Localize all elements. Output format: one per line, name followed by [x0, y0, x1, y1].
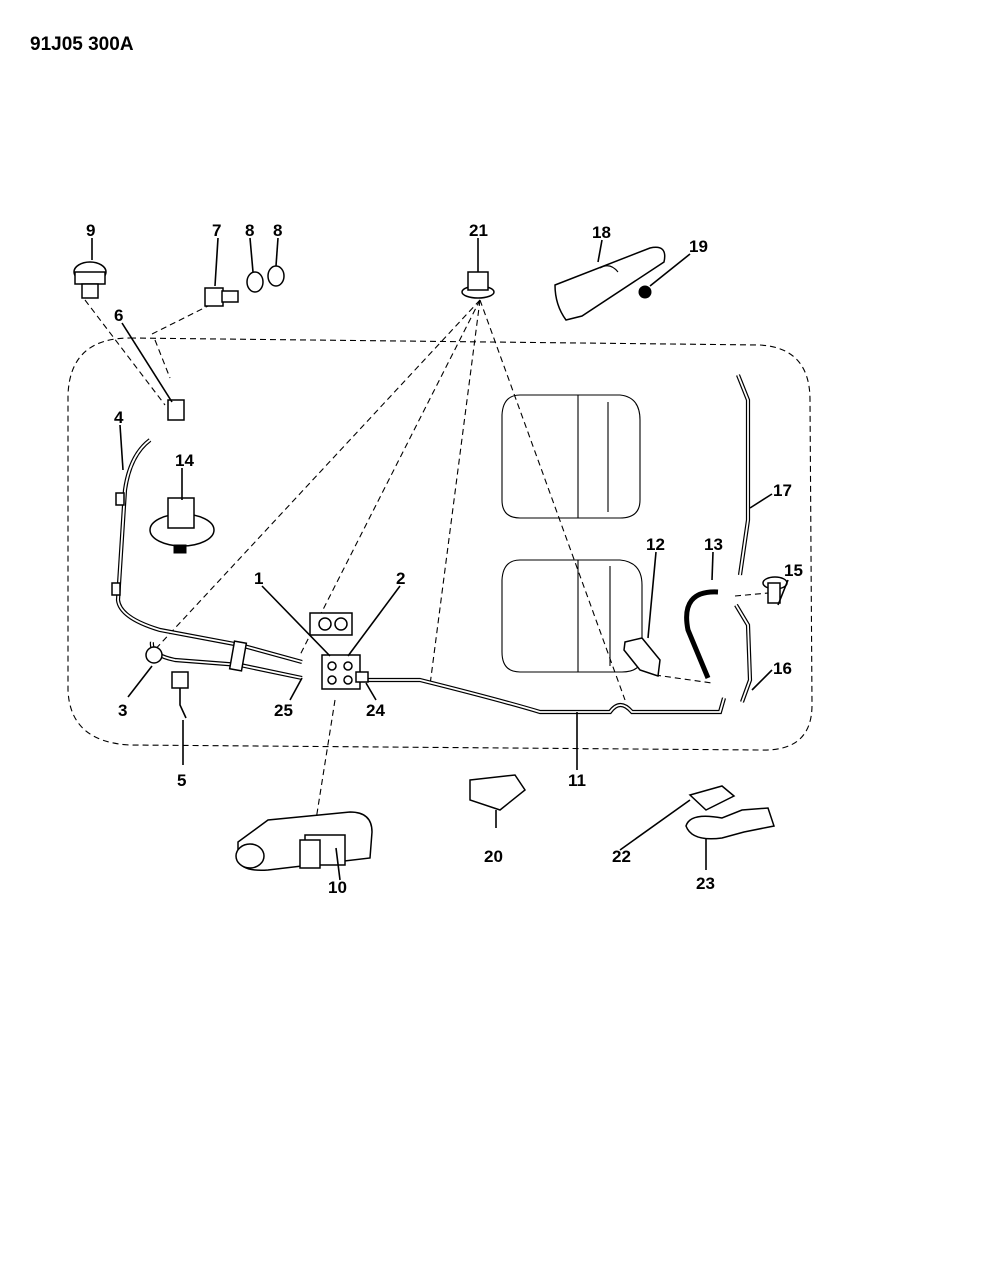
tube-clip-icon [149, 497, 215, 554]
callout-leaders [91, 237, 789, 881]
callout-23: 23 [696, 874, 715, 893]
callout-21: 21 [469, 221, 488, 240]
callout-7: 7 [212, 221, 221, 240]
heat-shield-icon [554, 246, 666, 321]
body-panel-lower [501, 559, 643, 673]
document-id: 91J05 300A [30, 34, 134, 55]
tube-clip-icon [469, 774, 527, 828]
callout-8b: 8 [273, 221, 282, 240]
front-brake-tube [111, 438, 303, 681]
callout-4: 4 [114, 408, 124, 427]
callout-17: 17 [773, 481, 792, 500]
brake-hose-icon [684, 589, 719, 679]
callout-18: 18 [592, 223, 611, 242]
callout-6: 6 [114, 306, 123, 325]
callout-15: 15 [784, 561, 803, 580]
tube-clip-icon [688, 785, 736, 811]
vehicle-outline [67, 337, 813, 751]
callout-1: 1 [254, 569, 263, 588]
rear-brake-tube [365, 677, 727, 715]
callout-5: 5 [177, 771, 186, 790]
leader-lines [84, 299, 781, 846]
callout-8: 8 [245, 221, 254, 240]
bracket-icon [685, 807, 775, 840]
rear-left-tube [734, 603, 753, 703]
banjo-bolt-icon [204, 287, 239, 307]
callout-25: 25 [274, 701, 293, 720]
callout-12: 12 [646, 535, 665, 554]
washer-icon [246, 271, 264, 293]
rear-right-tube [736, 374, 751, 576]
callout-20: 20 [484, 847, 503, 866]
callout-9: 9 [86, 221, 95, 240]
washer-icon [267, 265, 285, 287]
callout-10: 10 [328, 878, 347, 897]
tube-fitting-icon [167, 399, 185, 421]
callout-13: 13 [704, 535, 723, 554]
callout-14: 14 [175, 451, 194, 470]
callout-16: 16 [773, 659, 792, 678]
callout-22: 22 [612, 847, 631, 866]
callout-24: 24 [366, 701, 385, 720]
callout-11: 11 [568, 771, 586, 790]
callout-19: 19 [689, 237, 708, 256]
retainer-clip-icon [461, 271, 495, 299]
proportioning-valve-icon [235, 811, 373, 872]
tube-nut-icon [145, 646, 163, 664]
brake-hose-fitting-icon [171, 671, 189, 719]
bleeder-screw-icon [73, 261, 107, 299]
bolt-icon [638, 285, 652, 299]
body-panel-upper [501, 394, 641, 519]
callout-3: 3 [118, 701, 127, 720]
bracket-icon [623, 637, 661, 678]
junction-block-icon [309, 612, 369, 690]
callout-2: 2 [396, 569, 405, 588]
